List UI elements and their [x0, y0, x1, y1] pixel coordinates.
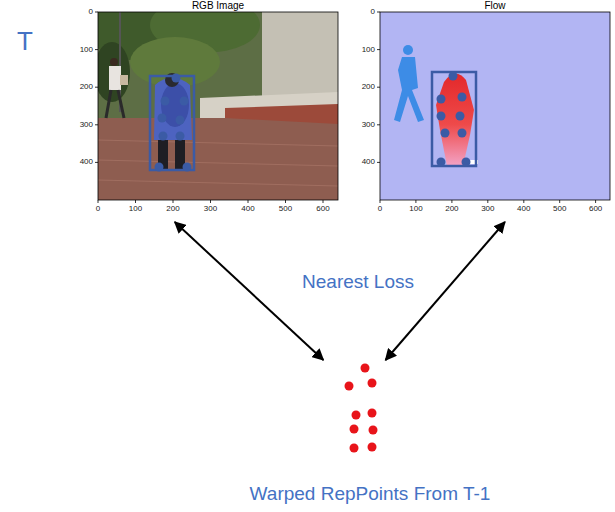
flow-image [380, 12, 610, 200]
axis-tick: 300 [80, 120, 93, 129]
plot-panel: RGB Image [98, 0, 338, 222]
warped-point [368, 379, 377, 388]
point-group: Warped RepPoints From T-1 [246, 360, 495, 505]
tick-marks [95, 12, 323, 203]
axis-tick: 0 [96, 204, 100, 213]
bounding-box [150, 76, 194, 170]
pedestrian-body [109, 66, 121, 90]
flow-walker [403, 45, 413, 55]
brick-lines [98, 140, 338, 186]
rep-point [176, 116, 185, 125]
axis-tick: 300 [204, 204, 217, 213]
warped-point [368, 443, 377, 452]
axis-tick: 100 [409, 204, 422, 213]
plot-title: RGB Image [192, 0, 244, 12]
pedestrian-head [110, 58, 118, 66]
flow-walker [394, 57, 424, 122]
axis-tick: 300 [362, 120, 375, 129]
warped-point [352, 411, 361, 420]
warped-point [345, 382, 354, 391]
plot-frame [98, 12, 338, 200]
tick-marks [377, 12, 596, 203]
warped-point [350, 425, 359, 434]
axis-tick: 500 [553, 204, 566, 213]
rep-point [462, 158, 471, 167]
rep-point [180, 97, 189, 106]
axis-tick: 200 [166, 204, 179, 213]
plot-frame [380, 12, 610, 200]
rep-point [441, 129, 450, 138]
group-caption: Warped RepPoints From T-1 [250, 483, 491, 505]
rep-point [458, 129, 467, 138]
axis-tick: 300 [481, 204, 494, 213]
brick-plaza [98, 118, 338, 200]
axis-tick: 100 [129, 204, 142, 213]
pedestrian-bag [120, 75, 128, 85]
warped-point [350, 444, 359, 453]
rep-point [456, 112, 465, 121]
axis-tick: 0 [89, 7, 93, 16]
warped-point [361, 364, 370, 373]
axis-tick: 400 [80, 158, 93, 167]
rep-point [155, 163, 164, 172]
rep-point [437, 95, 446, 104]
rep-point [172, 74, 181, 83]
warped-point [369, 426, 378, 435]
rgb-photo [98, 12, 338, 200]
rep-point [458, 93, 467, 102]
plot-title: Flow [484, 0, 505, 12]
flow-ground [380, 12, 610, 200]
axis-tick: 200 [445, 204, 458, 213]
rep-point [161, 97, 170, 106]
warped-points [345, 364, 378, 453]
axis-tick: 0 [378, 204, 382, 213]
pedestrian-legs [106, 90, 124, 118]
plot-panel: Flow [380, 0, 610, 222]
axis-tick: 200 [362, 83, 375, 92]
tree [98, 42, 130, 102]
double-arrow [175, 222, 324, 360]
rep-point [159, 132, 168, 141]
rep-point [449, 72, 458, 81]
axis-tick: 100 [362, 45, 375, 54]
axis-tick: 200 [80, 83, 93, 92]
bounding-box [432, 72, 476, 166]
axis-tick: 600 [316, 204, 329, 213]
rep-point [437, 158, 446, 167]
axis-tick: 100 [80, 45, 93, 54]
rep-point [437, 112, 446, 121]
frame-label: T [17, 27, 33, 57]
loss-label: Nearest Loss [302, 271, 414, 293]
rep-point [183, 163, 192, 172]
warped-point [368, 409, 377, 418]
axis-tick: 0 [371, 7, 375, 16]
rep-points [155, 72, 471, 172]
axis-tick: 400 [517, 204, 530, 213]
building [262, 12, 338, 97]
rep-point [176, 132, 185, 141]
axis-tick: 400 [241, 204, 254, 213]
tree [130, 37, 220, 87]
axis-tick: 400 [362, 158, 375, 167]
axis-tick: 500 [279, 204, 292, 213]
flow-person [436, 73, 474, 166]
rep-point [158, 114, 167, 123]
axis-tick: 600 [589, 204, 602, 213]
